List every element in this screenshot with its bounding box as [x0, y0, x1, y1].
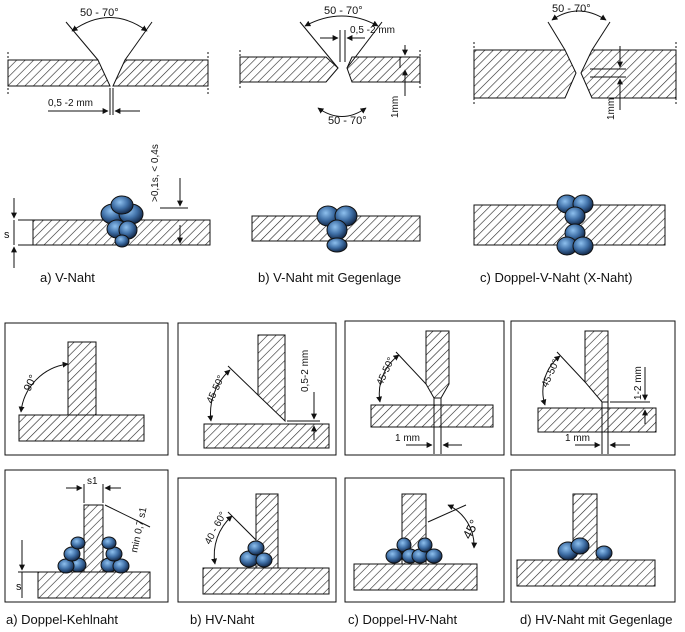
flange-plate [202, 567, 330, 595]
weld-bead [326, 237, 348, 253]
panel-frame [344, 477, 505, 603]
weld-bead [564, 206, 586, 226]
weld-bead [572, 236, 594, 256]
web-plate [257, 334, 286, 423]
panel-frame [4, 469, 169, 603]
caption-double-fillet: a) Doppel-Kehlnaht [6, 612, 118, 627]
land-label: 1mm [390, 96, 401, 118]
caption-x-weld: c) Doppel-V-Naht (X-Naht) [480, 270, 632, 285]
weld-bead [417, 537, 433, 553]
double-hv-prep [370, 330, 494, 454]
bevel-angle-label: 45-50° [540, 358, 562, 389]
plate-left [239, 56, 339, 83]
x-groove-prep [473, 10, 677, 110]
thickness-label: s [16, 581, 22, 593]
flange-plate [516, 559, 656, 587]
hv-backing-weld [516, 493, 656, 587]
hv-prep [203, 334, 330, 449]
weld-bead [385, 548, 403, 564]
weld-bead [255, 552, 273, 568]
thickness-label: s [4, 229, 10, 241]
panel-frame [4, 322, 169, 456]
web-plate [425, 330, 450, 399]
plate-right [112, 59, 209, 87]
panel-frame [510, 469, 676, 603]
gap-range-label: 0,5-2 mm [300, 350, 311, 392]
right-angle-label: 90° [22, 373, 40, 393]
caption-hv-backing: d) HV-Naht mit Gegenlage [520, 612, 672, 627]
gap-1mm-label: 1 mm [565, 433, 590, 444]
double-hv-weld [353, 493, 478, 591]
weld-bead [101, 536, 117, 550]
caption-v-weld: a) V-Naht [40, 270, 95, 285]
flange-plate [353, 563, 478, 591]
caption-v-weld-backing: b) V-Naht mit Gegenlage [258, 270, 401, 285]
labels: 50 - 70° 0,5 -2 mm 50 - 70° 0,5 -2 mm 50… [4, 3, 672, 627]
v-groove-prep [7, 17, 209, 115]
weld-bead [425, 548, 443, 564]
hv-backing-prep [537, 330, 657, 454]
panel-frame [344, 320, 505, 456]
min-throat-label: min 0,7 s1 [129, 506, 149, 554]
weld-bead [112, 558, 130, 574]
hv-weld [202, 493, 330, 595]
weld-bead [114, 234, 130, 248]
weld-bead [70, 536, 86, 550]
angle-label: 50 - 70° [552, 3, 591, 15]
weld-bead [595, 545, 613, 561]
angle-label: 50 - 70° [328, 115, 367, 127]
double-fillet-weld [18, 484, 151, 599]
x-weld [473, 194, 666, 256]
plate-right [580, 49, 677, 99]
angle-label: 50 - 70° [80, 7, 119, 19]
panel-frame [510, 320, 676, 456]
weld-bead [63, 546, 81, 562]
v-weld [11, 178, 211, 268]
plate-left [7, 59, 111, 87]
bevel-angle-label: 45-50° [205, 374, 227, 405]
weld-bead [110, 195, 134, 215]
flange-plate [203, 423, 330, 449]
angle-label: 50 - 70° [324, 5, 363, 17]
gap-label: 0,5 -2 mm [350, 25, 395, 36]
land-label: 1mm [606, 98, 617, 120]
caption-double-hv: c) Doppel-HV-Naht [348, 612, 457, 627]
panel-frame [177, 322, 337, 456]
plate-left [473, 49, 577, 99]
tjoint-prep [18, 341, 145, 442]
gap-1mm-label: 1 mm [395, 433, 420, 444]
angle-45-label: 45° [459, 517, 481, 541]
flange-plate [370, 404, 494, 428]
weld-bead [247, 540, 265, 556]
reinforcement-label: >0,1s, < 0,4s [150, 144, 161, 202]
flange-plate [537, 407, 657, 433]
land-range-label: 1-2 mm [633, 366, 644, 400]
web-plate [83, 504, 104, 573]
panel-frame [177, 477, 337, 603]
flange-plate [18, 414, 145, 442]
s1-label: s1 [87, 476, 98, 487]
plate-right [346, 56, 421, 83]
gap-label: 0,5 -2 mm [48, 98, 93, 109]
web-plate [584, 330, 609, 403]
caption-hv-weld: b) HV-Naht [190, 612, 255, 627]
v-groove-backing-prep [239, 15, 421, 117]
bevel-angle-label: 45-50° [375, 356, 397, 387]
web-plate [67, 341, 97, 416]
flange-plate [37, 571, 151, 599]
v-weld-backing [251, 205, 421, 253]
weld-bead [326, 219, 348, 241]
weld-bead [570, 537, 590, 555]
